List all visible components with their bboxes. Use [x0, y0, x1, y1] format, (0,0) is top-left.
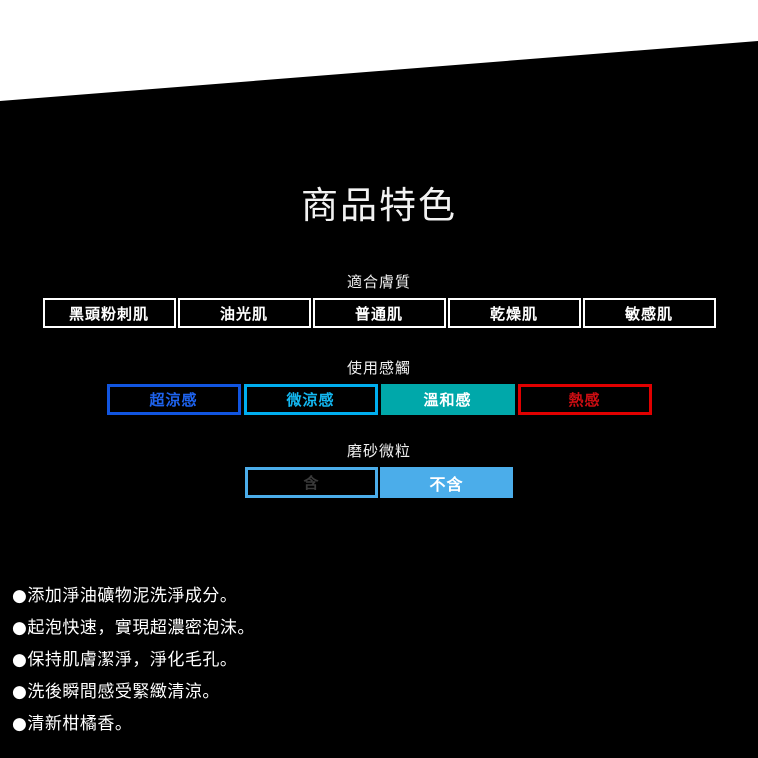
section-sensation: 使用感觸 超涼感 微涼感 溫和感 熱感 [0, 358, 758, 415]
section-scrub-particles: 磨砂微粒 含 不含 [0, 441, 758, 498]
option-chip-blackhead[interactable]: 黑頭粉刺肌 [42, 298, 176, 328]
section-skin-type: 適合膚質 黑頭粉刺肌 油光肌 普通肌 乾燥肌 敏感肌 [0, 272, 758, 328]
feature-bullet-item: ●起泡快速，實現超濃密泡沫。 [12, 618, 255, 638]
option-chip-contains[interactable]: 含 [245, 467, 378, 498]
white-wedge-shape [0, 0, 758, 101]
option-row-skin-type: 黑頭粉刺肌 油光肌 普通肌 乾燥肌 敏感肌 [0, 298, 758, 328]
section-label-scrub-particles: 磨砂微粒 [346, 442, 411, 460]
section-label-sensation: 使用感觸 [346, 359, 411, 377]
option-chip-oily[interactable]: 油光肌 [177, 298, 311, 328]
option-chip-slightly-cool[interactable]: 微涼感 [243, 384, 378, 415]
option-row-scrub-particles: 含 不含 [0, 467, 758, 498]
option-chip-mild-selected[interactable]: 溫和感 [380, 384, 515, 415]
option-chip-not-contains-selected[interactable]: 不含 [380, 467, 513, 498]
top-diagonal-wedge [0, 0, 758, 101]
option-row-sensation: 超涼感 微涼感 溫和感 熱感 [0, 384, 758, 415]
option-chip-ultra-cool[interactable]: 超涼感 [106, 384, 241, 415]
feature-bullet-item: ●添加淨油礦物泥洗淨成分。 [12, 586, 238, 606]
section-label-skin-type: 適合膚質 [346, 273, 411, 291]
feature-bullet-item: ●保持肌膚潔淨，淨化毛孔。 [12, 650, 238, 670]
feature-bullet-item: ●清新柑橘香。 [12, 714, 133, 734]
option-chip-warm[interactable]: 熱感 [517, 384, 652, 415]
feature-bullet-list: ●添加淨油礦物泥洗淨成分。 ●起泡快速，實現超濃密泡沫。 ●保持肌膚潔淨，淨化毛… [12, 580, 742, 740]
option-chip-normal[interactable]: 普通肌 [312, 298, 446, 328]
option-chip-dry[interactable]: 乾燥肌 [447, 298, 581, 328]
page-title: 商品特色 [301, 184, 457, 227]
option-chip-sensitive[interactable]: 敏感肌 [582, 298, 716, 328]
feature-bullet-item: ●洗後瞬間感受緊緻清涼。 [12, 682, 220, 702]
